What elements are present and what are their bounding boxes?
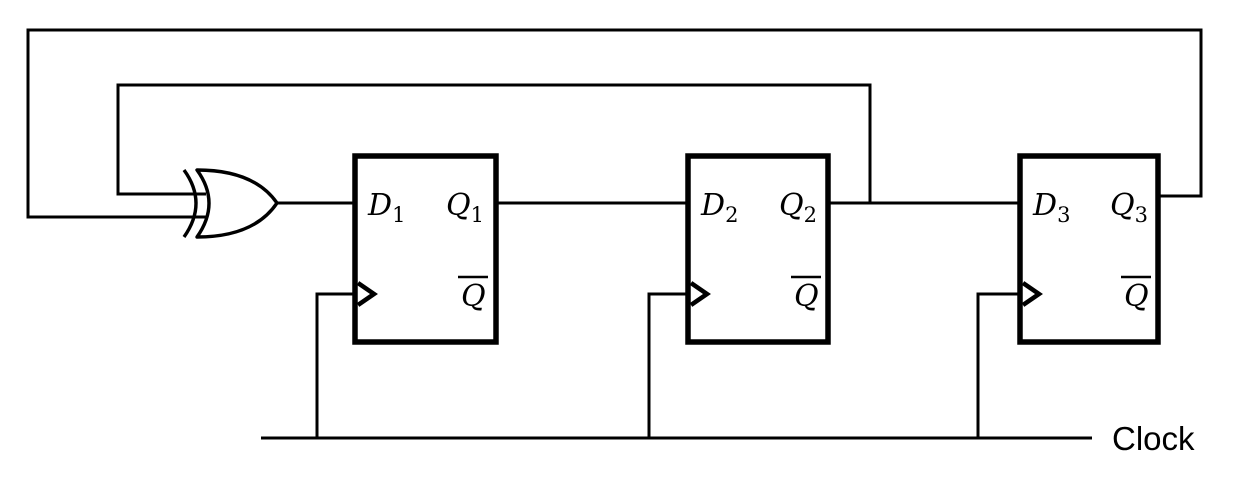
wire-feedback-outer: [26, 28, 1203, 219]
flipflop-3-clock-edge-triangle-icon: [1021, 281, 1043, 307]
wire-clock-tap-1: [315, 292, 355, 438]
wire-clock-tap-2: [647, 292, 688, 438]
flipflop-2-q-label: Q2: [779, 188, 817, 227]
flipflop-3-d-label: D3: [1032, 188, 1070, 227]
flipflop-2-qbar-label: Q: [794, 279, 819, 314]
flipflop-2-d-label: D2: [700, 188, 738, 227]
flipflop-1-box: [352, 153, 499, 345]
flipflop-1-q-label: Q1: [446, 188, 484, 227]
wire-feedback-inner: [116, 83, 872, 203]
xor-gate-body: [195, 168, 279, 239]
flipflop-3-box: [1017, 153, 1161, 345]
flipflop-3-q-label: Q3: [1110, 188, 1148, 227]
flipflop-1-qbar-label: Q: [461, 279, 486, 314]
flipflop-2: D2 Q2 Q: [685, 153, 831, 345]
flipflop-1-clock-edge-triangle-icon: [356, 281, 378, 307]
flipflop-3: D3 Q3 Q: [1017, 153, 1161, 345]
flipflop-3-qbar-label: Q: [1124, 279, 1149, 314]
flipflop-1-d-label: D1: [367, 188, 405, 227]
flipflop-2-box: [685, 153, 831, 345]
clock-label: Clock: [1112, 420, 1195, 457]
flipflop-1: D1 Q1 Q: [352, 153, 499, 345]
xor-gate-front-arc: [182, 169, 198, 238]
wire-clock-tap-3: [976, 292, 1020, 438]
xor-gate-icon: [182, 168, 279, 239]
flipflop-2-clock-edge-triangle-icon: [689, 281, 711, 307]
